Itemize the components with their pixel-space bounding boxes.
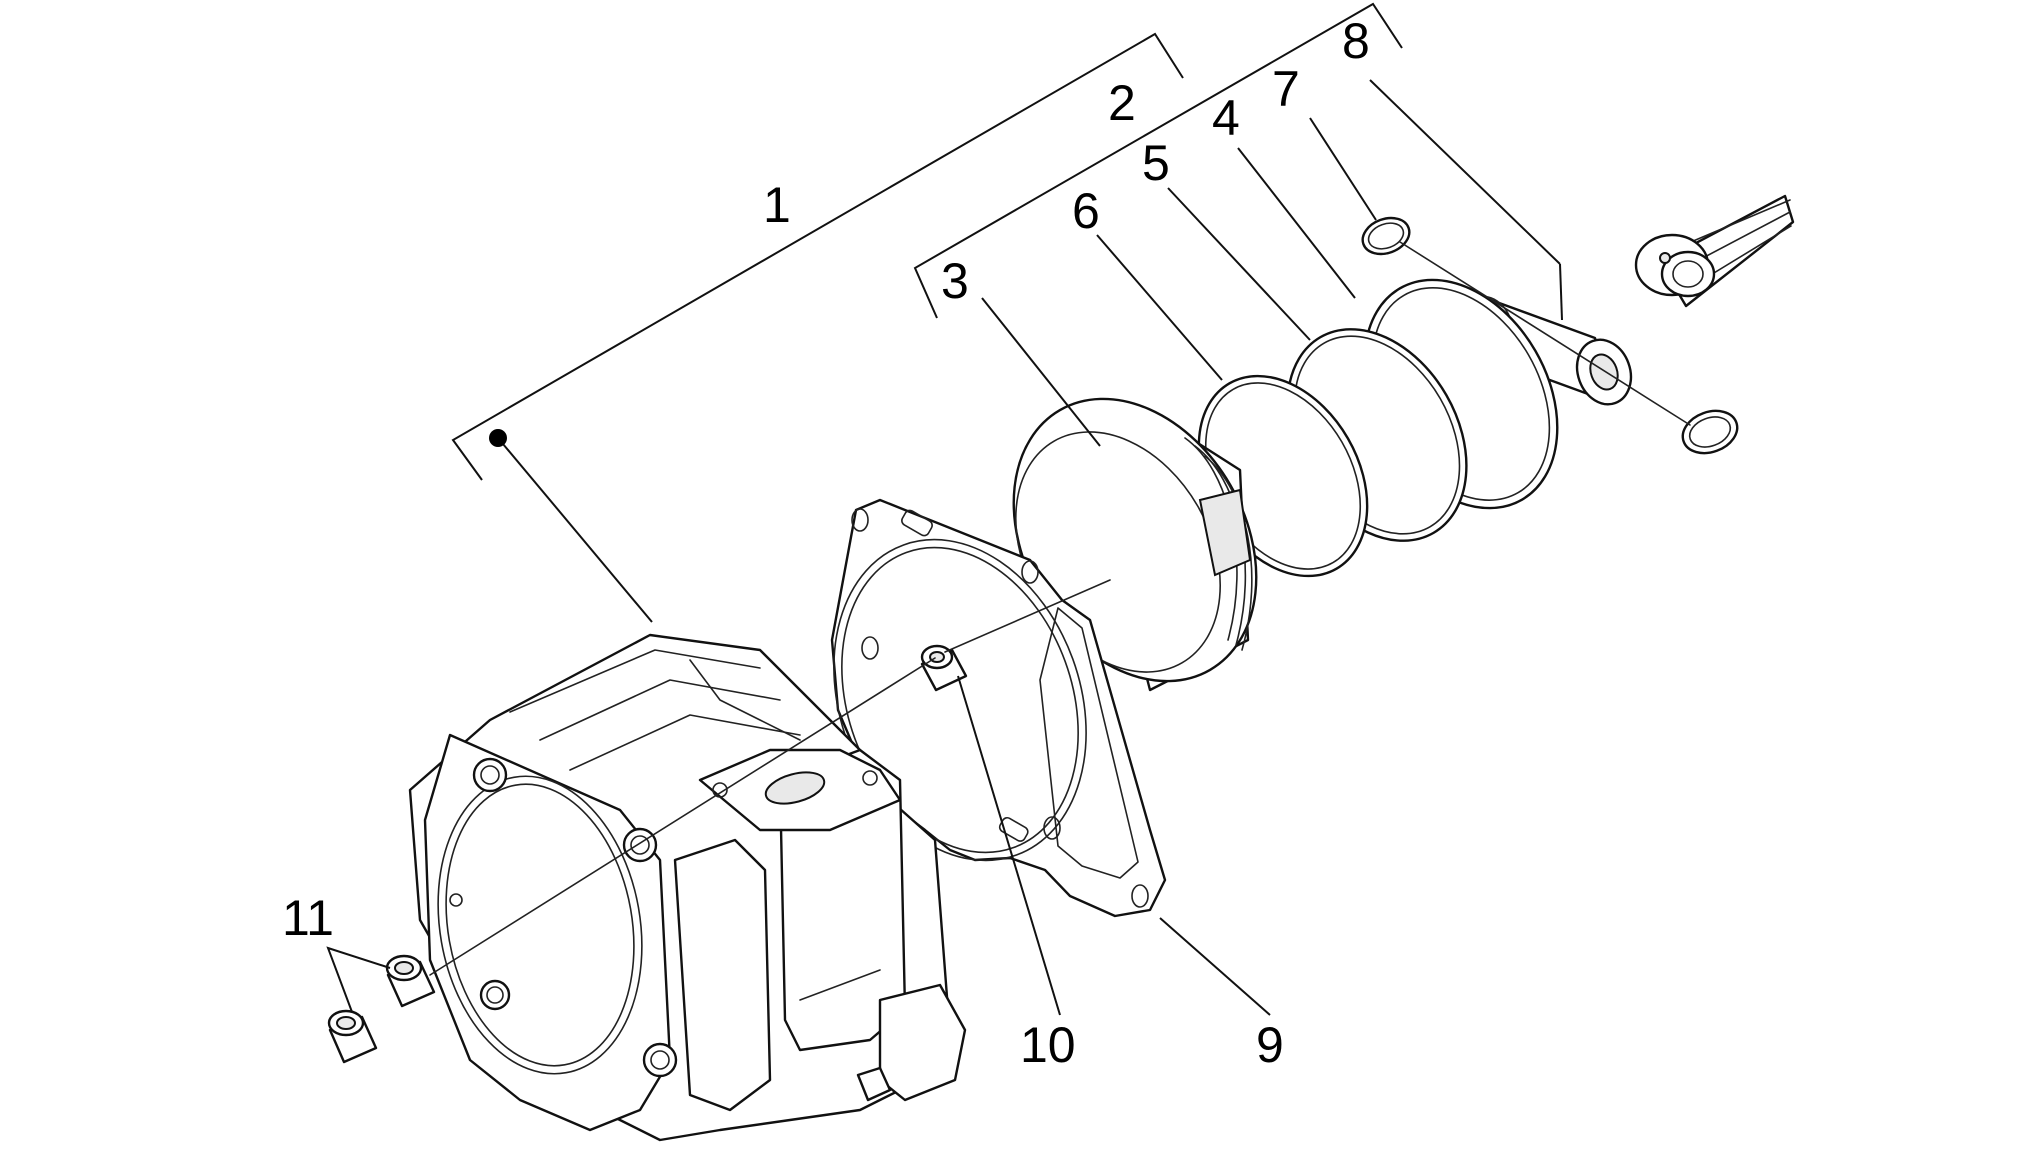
callout-9: 9 [1256,1017,1284,1073]
callout-2: 2 [1108,75,1136,131]
callout-dot [489,429,507,447]
circlip-upper [1361,216,1411,256]
callout-4: 4 [1212,90,1240,146]
bracket-assembly-1 [451,32,1184,481]
assembly-guide-lines [429,241,1691,976]
connecting-rod [1634,194,1795,308]
bushing-lower [327,1009,378,1064]
leader-lines [326,79,1563,1016]
cylinder-block [408,633,967,1142]
callout-5: 5 [1142,135,1170,191]
callout-3: 3 [941,253,969,309]
callout-7: 7 [1272,61,1300,117]
callout-6: 6 [1072,183,1100,239]
bushing-upper [385,954,436,1008]
callout-11: 11 [282,890,334,946]
callout-1: 1 [763,177,791,233]
circlip-lower [1681,409,1739,455]
bracket-assembly-2 [913,2,1403,319]
callout-8: 8 [1342,13,1370,69]
callout-10: 10 [1020,1017,1076,1073]
callouts: 1 2 3 4 5 6 7 8 9 10 11 [282,13,1370,1073]
